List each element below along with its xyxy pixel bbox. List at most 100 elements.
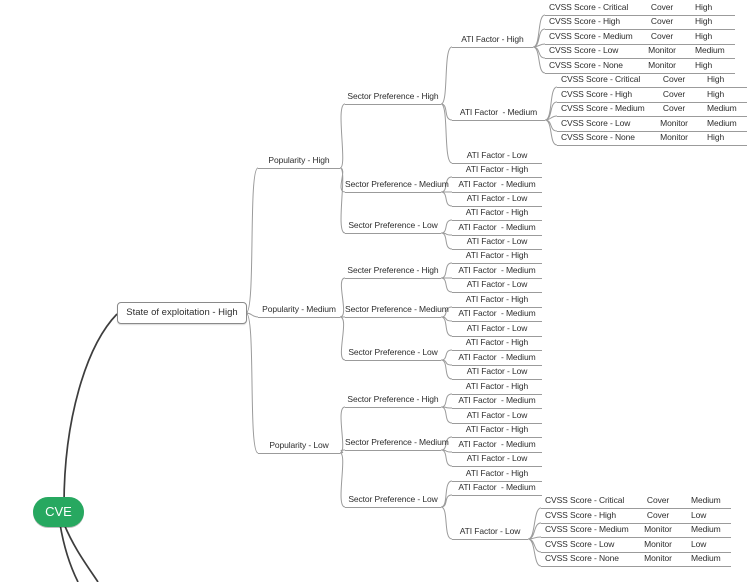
ati-node-ph-sph-high[interactable]: ATI Factor - High: [452, 34, 533, 48]
fan-pm-sector-high: [440, 262, 453, 293]
ati-node-pm-sph-low[interactable]: ATI Factor - Low: [452, 279, 542, 293]
ati-node-pl-spl-medium[interactable]: ATI Factor - Medium: [452, 482, 542, 496]
priority-node[interactable]: Medium: [707, 118, 737, 128]
action-node[interactable]: Monitor: [644, 553, 672, 563]
ati-node-pl-sph-low[interactable]: ATI Factor - Low: [452, 410, 542, 424]
action-node[interactable]: Cover: [646, 495, 670, 505]
cvss-score-node[interactable]: CVSS Score - None: [545, 553, 619, 563]
cvss-row: CVSS Score - Medium Monitor Medium: [541, 524, 731, 538]
action-node[interactable]: Cover: [646, 510, 670, 520]
cvss-score-node[interactable]: CVSS Score - Low: [549, 45, 619, 55]
ati-node-pl-sph-medium[interactable]: ATI Factor - Medium: [452, 395, 542, 409]
priority-node[interactable]: High: [695, 16, 713, 26]
action-node[interactable]: Cover: [650, 16, 674, 26]
fan-pl-sector-low: [440, 480, 453, 540]
cvss-score-node[interactable]: CVSS Score - High: [561, 89, 633, 99]
priority-node[interactable]: High: [707, 132, 725, 142]
priority-node[interactable]: Medium: [695, 45, 725, 55]
priority-node[interactable]: High: [707, 74, 725, 84]
cvss-score-node[interactable]: CVSS Score - High: [545, 510, 617, 520]
ati-node-ph-spl-high[interactable]: ATI Factor - High: [452, 207, 542, 221]
action-node[interactable]: Monitor: [648, 60, 676, 70]
sector-node-pm-high[interactable]: Secter Preference - High: [345, 265, 441, 279]
cvss-score-node[interactable]: CVSS Score - Critical: [561, 74, 641, 84]
ati-node-pl-spm-low[interactable]: ATI Factor - Low: [452, 453, 542, 467]
sector-node-pm-medium[interactable]: Sector Preference - Medium: [345, 304, 449, 318]
ati-node-ph-spm-medium[interactable]: ATI Factor - Medium: [452, 179, 542, 193]
edge-root-offscreen-1: [59, 523, 79, 582]
sector-node-pl-low[interactable]: Sector Preference - Low: [345, 494, 441, 508]
cvss-row: CVSS Score - Medium Cover Medium: [557, 103, 747, 117]
action-node[interactable]: Monitor: [644, 524, 672, 534]
ati-node-pm-sph-medium[interactable]: ATI Factor - Medium: [452, 265, 542, 279]
action-node[interactable]: Cover: [662, 103, 686, 113]
priority-node[interactable]: Medium: [691, 495, 721, 505]
cvss-row: CVSS Score - High Cover High: [545, 16, 735, 30]
cvss-score-node[interactable]: CVSS Score - Low: [545, 539, 615, 549]
popularity-high-node[interactable]: Popularity - High: [258, 155, 340, 169]
ati-node-pm-spm-high[interactable]: ATI Factor - High: [452, 294, 542, 308]
cvss-score-node[interactable]: CVSS Score - None: [561, 132, 635, 142]
ati-node-ph-spl-low[interactable]: ATI Factor - Low: [452, 236, 542, 250]
priority-node[interactable]: Low: [691, 510, 707, 520]
fan-popularity-high: [339, 103, 346, 234]
cvss-score-node[interactable]: CVSS Score - Critical: [549, 2, 629, 12]
cvss-score-node[interactable]: CVSS Score - Medium: [545, 524, 629, 534]
sector-node-pl-high[interactable]: Sector Preference - High: [345, 394, 441, 408]
ati-node-pm-spl-high[interactable]: ATI Factor - High: [452, 337, 542, 351]
cvss-row: CVSS Score - Low Monitor Medium: [545, 45, 735, 59]
ati-node-pm-spl-medium[interactable]: ATI Factor - Medium: [452, 352, 542, 366]
ati-node-ph-sph-medium[interactable]: ATI Factor - Medium: [452, 107, 545, 121]
sector-node-ph-high[interactable]: Sector Preference - High: [345, 91, 441, 105]
cvss-score-node[interactable]: CVSS Score - None: [549, 60, 623, 70]
action-node[interactable]: Monitor: [660, 118, 688, 128]
ati-node-pm-spm-low[interactable]: ATI Factor - Low: [452, 323, 542, 337]
priority-node[interactable]: High: [695, 31, 713, 41]
ati-node-pl-sph-high[interactable]: ATI Factor - High: [452, 381, 542, 395]
fan-cvss-middle: [544, 86, 558, 146]
ati-node-pm-spl-low[interactable]: ATI Factor - Low: [452, 366, 542, 380]
ati-node-pm-spm-medium[interactable]: ATI Factor - Medium: [452, 308, 542, 322]
sector-node-pl-medium[interactable]: Sector Preference - Medium: [345, 437, 449, 451]
ati-node-pl-spl-high[interactable]: ATI Factor - High: [452, 468, 542, 482]
sector-node-pm-low[interactable]: Sector Preference - Low: [345, 347, 441, 361]
action-node[interactable]: Cover: [662, 89, 686, 99]
state-of-exploitation-node[interactable]: State of exploitation - High: [117, 302, 247, 324]
popularity-low-node[interactable]: Popularity - Low: [258, 440, 340, 454]
ati-node-pm-sph-high[interactable]: ATI Factor - High: [452, 250, 542, 264]
fan-ph-sector-low: [440, 219, 453, 250]
priority-node[interactable]: High: [695, 2, 713, 12]
priority-node[interactable]: Medium: [691, 524, 721, 534]
priority-node[interactable]: Medium: [691, 553, 721, 563]
ati-node-pl-spm-high[interactable]: ATI Factor - High: [452, 424, 542, 438]
cvss-score-node[interactable]: CVSS Score - High: [549, 16, 621, 26]
cvss-row: CVSS Score - Medium Cover High: [545, 31, 735, 45]
cvss-row: CVSS Score - Low Monitor Medium: [557, 118, 747, 132]
ati-node-ph-spm-high[interactable]: ATI Factor - High: [452, 164, 542, 178]
ati-node-ph-spm-low[interactable]: ATI Factor - Low: [452, 193, 542, 207]
cvss-row: CVSS Score - Critical Cover High: [557, 74, 747, 88]
priority-node[interactable]: High: [707, 89, 725, 99]
action-node[interactable]: Monitor: [660, 132, 688, 142]
cvss-score-node[interactable]: CVSS Score - Critical: [545, 495, 625, 505]
sector-node-ph-low[interactable]: Sector Preference - Low: [345, 220, 441, 234]
action-node[interactable]: Cover: [662, 74, 686, 84]
root-node-cve[interactable]: CVE: [33, 497, 84, 527]
ati-node-pl-spm-medium[interactable]: ATI Factor - Medium: [452, 439, 542, 453]
cvss-score-node[interactable]: CVSS Score - Low: [561, 118, 631, 128]
priority-node[interactable]: High: [695, 60, 713, 70]
cvss-score-node[interactable]: CVSS Score - Medium: [561, 103, 645, 113]
action-node[interactable]: Cover: [650, 2, 674, 12]
ati-node-ph-spl-medium[interactable]: ATI Factor - Medium: [452, 222, 542, 236]
ati-node-ph-sph-low[interactable]: ATI Factor - Low: [452, 150, 542, 164]
action-node[interactable]: Cover: [650, 31, 674, 41]
action-node[interactable]: Monitor: [648, 45, 676, 55]
priority-node[interactable]: Low: [691, 539, 707, 549]
action-node[interactable]: Monitor: [644, 539, 672, 549]
priority-node[interactable]: Medium: [707, 103, 737, 113]
ati-node-pl-spl-low[interactable]: ATI Factor - Low: [452, 526, 528, 540]
sector-node-ph-medium[interactable]: Sector Preference - Medium: [345, 179, 449, 193]
popularity-medium-node[interactable]: Popularity - Medium: [258, 304, 340, 318]
cvss-score-node[interactable]: CVSS Score - Medium: [549, 31, 633, 41]
